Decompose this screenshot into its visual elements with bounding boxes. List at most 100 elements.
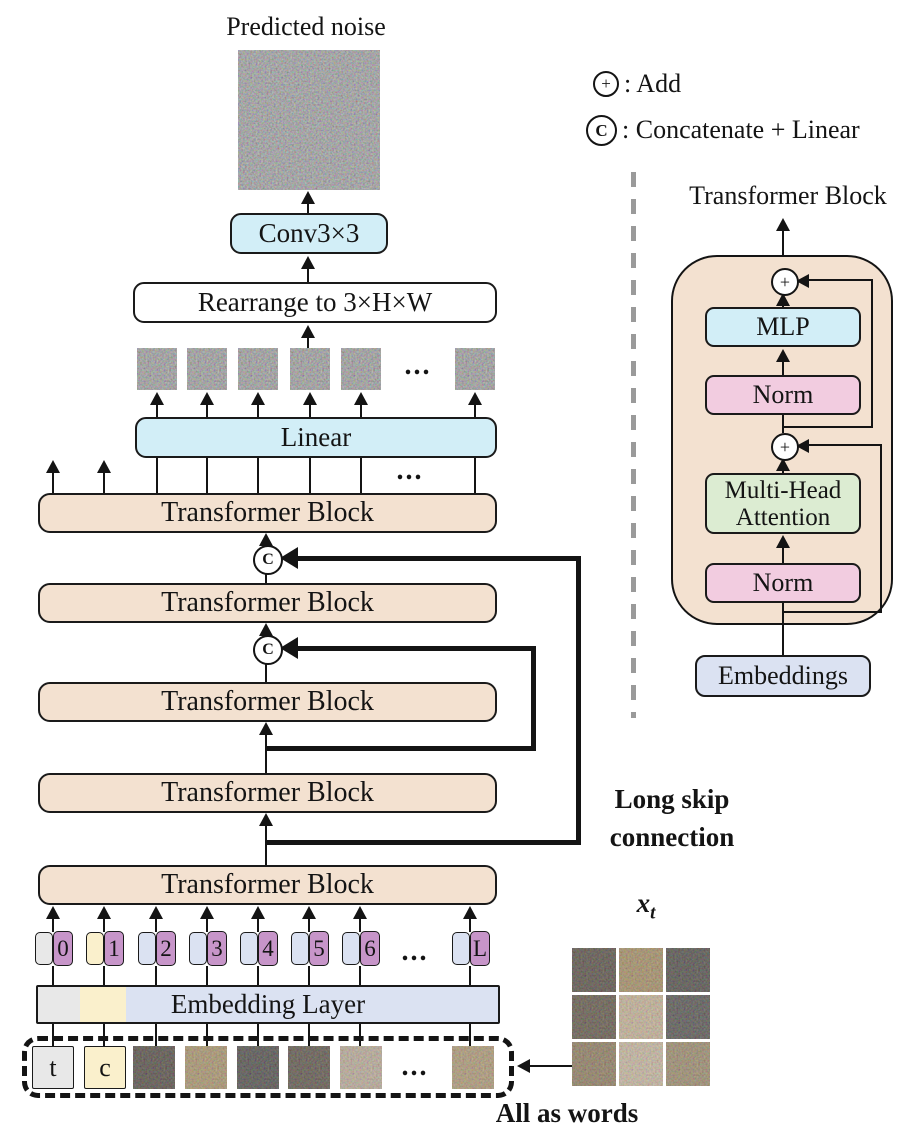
xt-cell: [666, 948, 710, 992]
line-tb1-c-token-out: [103, 469, 105, 493]
outer-skip-arrowhead: [280, 547, 298, 569]
line-token-to-tb5: [103, 915, 105, 932]
arrow-conv-to-image: [301, 191, 315, 204]
embeddings-label: Embeddings: [718, 661, 848, 690]
line-tb1-to-linear: [257, 458, 259, 493]
line-embed-to-token: [206, 966, 208, 985]
conv3x3-label: Conv3×3: [258, 218, 360, 248]
line-norm2-to-mha: [782, 544, 784, 563]
transformer-block-3: Transformer Block: [38, 682, 497, 722]
inner-skip-vertical: [531, 646, 536, 751]
arrow-mlp-to-add1: [776, 293, 790, 306]
embedding-t-segment: [38, 987, 80, 1022]
xt-cell: [666, 995, 710, 1039]
arrow-linear-to-patch: [251, 392, 265, 405]
arrow-linear-to-patch: [354, 392, 368, 405]
token-id-6: 6: [360, 931, 380, 966]
arrow-token-to-tb5: [97, 906, 111, 919]
transformer-block-2: Transformer Block: [38, 583, 497, 623]
token-pos-box: [189, 932, 207, 965]
line-linear-to-patch: [474, 401, 476, 417]
input-image-patch: [288, 1046, 330, 1089]
token-id-0: 0: [53, 931, 73, 966]
norm-top-block: Norm: [705, 375, 861, 415]
line-rearrange-to-conv: [307, 265, 309, 282]
line-linear-to-patch: [156, 401, 158, 417]
line-embed-to-token: [469, 966, 471, 985]
line-input-to-embed: [359, 1024, 361, 1047]
line-embed-to-token: [103, 966, 105, 985]
mlp-skip-top: [808, 279, 871, 281]
arrow-mha-to-add2: [776, 458, 790, 471]
line-mlp-to-add1: [782, 302, 784, 307]
plus-glyph: +: [779, 271, 791, 292]
input-words-dashed-box: [22, 1036, 514, 1098]
line-embeddings-to-norm2: [782, 603, 784, 655]
arrow-token-to-tb5: [46, 906, 60, 919]
token-pos-box: [342, 932, 360, 965]
concat-glyph: C: [262, 641, 274, 658]
token-id-label: 2: [160, 935, 172, 961]
line-xt-to-input: [529, 1065, 573, 1067]
line-linear-to-patch: [360, 401, 362, 417]
line-token-to-tb5: [155, 915, 157, 932]
noise-patch: [137, 348, 177, 390]
inner-skip-top: [297, 646, 536, 651]
detail-output-arrowhead: [776, 218, 790, 231]
arrow-tb5-to-tb4: [259, 813, 273, 826]
noise-patch: [341, 348, 381, 390]
transformer-block-label: Transformer Block: [161, 869, 374, 900]
transformer-block-label: Transformer Block: [161, 497, 374, 528]
arrow-norm2-to-mha: [776, 535, 790, 548]
legend-concat-icon: C: [586, 115, 617, 146]
embeddings-block: Embeddings: [695, 655, 871, 697]
arrow-token-to-tb5: [149, 906, 163, 919]
transformer-block-5: Transformer Block: [38, 865, 497, 905]
mha-skip-vertical: [880, 444, 882, 613]
arrow-token-to-tb5: [251, 906, 265, 919]
concat-glyph: C: [262, 551, 274, 568]
all-as-words-label: All as words: [495, 1098, 639, 1128]
norm-label: Norm: [752, 568, 814, 597]
norm-bottom-block: Norm: [705, 563, 861, 603]
outer-skip-vertical: [576, 556, 581, 845]
below-linear-ellipsis: ...: [396, 455, 424, 486]
legend-concat-label: : Concatenate + Linear: [622, 115, 860, 144]
input-image-patch: [133, 1046, 175, 1089]
long-skip-line1: Long skip: [614, 784, 730, 814]
predicted-noise-label: Predicted noise: [226, 12, 386, 41]
noise-patch: [187, 348, 227, 390]
input-c-label: c: [99, 1052, 111, 1082]
mha-skip-arrowhead: [796, 439, 809, 453]
concat2-icon: C: [253, 635, 283, 665]
mlp-skip-junction: [783, 426, 873, 428]
norm-label: Norm: [752, 380, 814, 409]
line-input-to-embed: [206, 1024, 208, 1047]
token-id-2: 2: [156, 931, 176, 966]
conv3x3-block: Conv3×3: [230, 213, 388, 254]
token-id-5: 5: [309, 931, 329, 966]
dashed-divider: [631, 172, 636, 718]
token-pos-box: [452, 932, 470, 965]
arrow-concat2-to-tb2: [259, 623, 273, 636]
arrow-patches-to-rearrange: [301, 325, 315, 338]
token-id-label: 6: [364, 935, 376, 961]
mlp-block: MLP: [705, 307, 861, 347]
xt-cell: [572, 1042, 616, 1086]
line-tb1-t-token-out: [52, 469, 54, 493]
mha-skip-junction: [783, 611, 882, 613]
xt-cell: [572, 948, 616, 992]
transformer-block-label: Transformer Block: [161, 686, 374, 717]
concat1-icon: C: [253, 545, 283, 575]
noise-patch: [238, 348, 278, 390]
embedding-c-segment: [80, 987, 126, 1022]
transformer-block-1: Transformer Block: [38, 493, 497, 533]
xt-cell: [666, 1042, 710, 1086]
line-linear-to-patch: [206, 401, 208, 417]
line-patches-to-rearrange: [307, 334, 309, 348]
long-skip-label: Long skip connection: [592, 780, 752, 856]
line-norm1-to-add2: [782, 415, 784, 433]
arrow-linear-to-patch: [150, 392, 164, 405]
line-linear-to-patch: [257, 401, 259, 417]
